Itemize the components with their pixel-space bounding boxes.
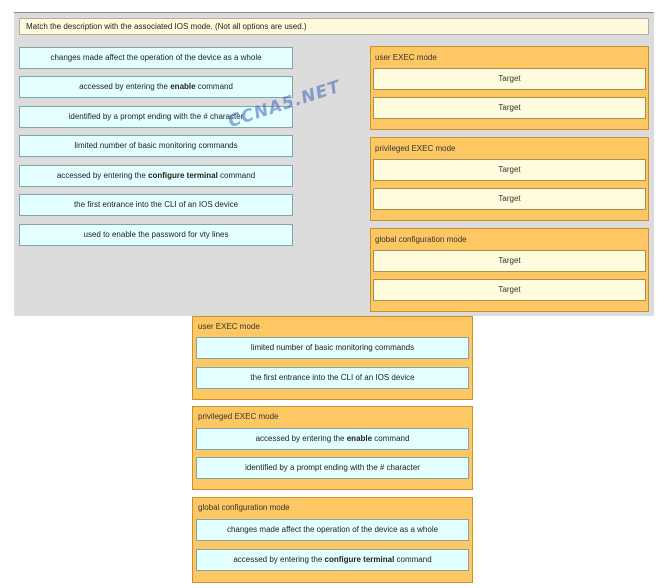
answer-privileged-exec: privileged EXEC mode accessed by enterin… [192, 406, 473, 490]
zone-privileged-exec: privileged EXEC mode Target Target [370, 137, 649, 221]
answer-text: command [372, 434, 410, 443]
answer-text: accessed by entering the [233, 555, 325, 564]
answer-text: the first entrance into the CLI of an IO… [250, 373, 415, 382]
drop-target[interactable]: Target [373, 97, 646, 119]
drop-target[interactable]: Target [373, 68, 646, 90]
answer-text-bold: configure terminal [324, 555, 395, 564]
option-text: identified by a prompt ending with the #… [68, 112, 244, 121]
answer-text: identified by a prompt ending with the #… [245, 463, 420, 472]
answer-text: command [394, 555, 432, 564]
option-text: command [217, 171, 256, 180]
option-text: accessed by entering the [79, 82, 171, 91]
option-text: used to enable the password for vty line… [83, 230, 229, 239]
option-1[interactable]: changes made affect the operation of the… [19, 47, 293, 69]
option-text: the first entrance into the CLI of an IO… [73, 200, 239, 209]
answer-item: changes made affect the operation of the… [196, 519, 469, 541]
activity-panel: Match the description with the associate… [14, 12, 654, 316]
answer-title: user EXEC mode [198, 322, 260, 331]
zone-title: privileged EXEC mode [375, 144, 456, 153]
answer-text: limited number of basic monitoring comma… [250, 343, 415, 352]
zone-user-exec: user EXEC mode Target Target [370, 46, 649, 130]
answer-item: accessed by entering the enable command [196, 428, 469, 450]
zone-title: global configuration mode [375, 235, 467, 244]
answer-text: accessed by entering the [255, 434, 347, 443]
instruction-text: Match the description with the associate… [19, 18, 649, 35]
answer-global-config: global configuration mode changes made a… [192, 497, 473, 583]
drop-target[interactable]: Target [373, 159, 646, 181]
answer-item: identified by a prompt ending with the #… [196, 457, 469, 479]
answer-text-bold: enable [346, 434, 373, 443]
option-6[interactable]: the first entrance into the CLI of an IO… [19, 194, 293, 216]
option-text: accessed by entering the [56, 171, 148, 180]
zone-title: user EXEC mode [375, 53, 437, 62]
answer-text: changes made affect the operation of the… [226, 525, 439, 534]
option-7[interactable]: used to enable the password for vty line… [19, 224, 293, 246]
option-text-bold: configure terminal [148, 171, 218, 180]
answer-item: limited number of basic monitoring comma… [196, 337, 469, 359]
option-text-bold: enable [170, 82, 196, 91]
option-text: command [195, 82, 233, 91]
zone-global-config: global configuration mode Target Target [370, 228, 649, 312]
answer-title: privileged EXEC mode [198, 412, 279, 421]
answer-title: global configuration mode [198, 503, 290, 512]
answer-user-exec: user EXEC mode limited number of basic m… [192, 316, 473, 400]
answer-item: accessed by entering the configure termi… [196, 549, 469, 571]
drop-target[interactable]: Target [373, 250, 646, 272]
option-4[interactable]: limited number of basic monitoring comma… [19, 135, 293, 157]
option-5[interactable]: accessed by entering the configure termi… [19, 165, 293, 187]
option-text: changes made affect the operation of the… [50, 53, 262, 62]
option-2[interactable]: accessed by entering the enable command [19, 76, 293, 98]
option-3[interactable]: identified by a prompt ending with the #… [19, 106, 293, 128]
drop-target[interactable]: Target [373, 279, 646, 301]
answer-item: the first entrance into the CLI of an IO… [196, 367, 469, 389]
option-text: limited number of basic monitoring comma… [74, 141, 238, 150]
drop-target[interactable]: Target [373, 188, 646, 210]
